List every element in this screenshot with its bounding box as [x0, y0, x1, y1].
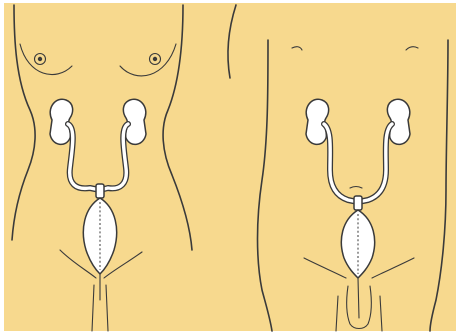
female-nipple-right-center: [153, 57, 157, 61]
male-bladder-neck: [354, 196, 362, 210]
female-nipple-left-center: [38, 57, 42, 61]
female-bladder-neck: [96, 184, 104, 198]
